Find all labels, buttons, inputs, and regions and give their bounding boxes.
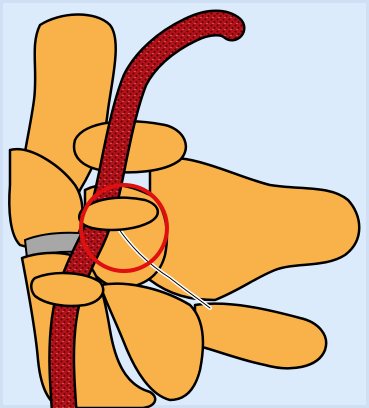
vertebra-ring-front-lower	[31, 273, 103, 306]
